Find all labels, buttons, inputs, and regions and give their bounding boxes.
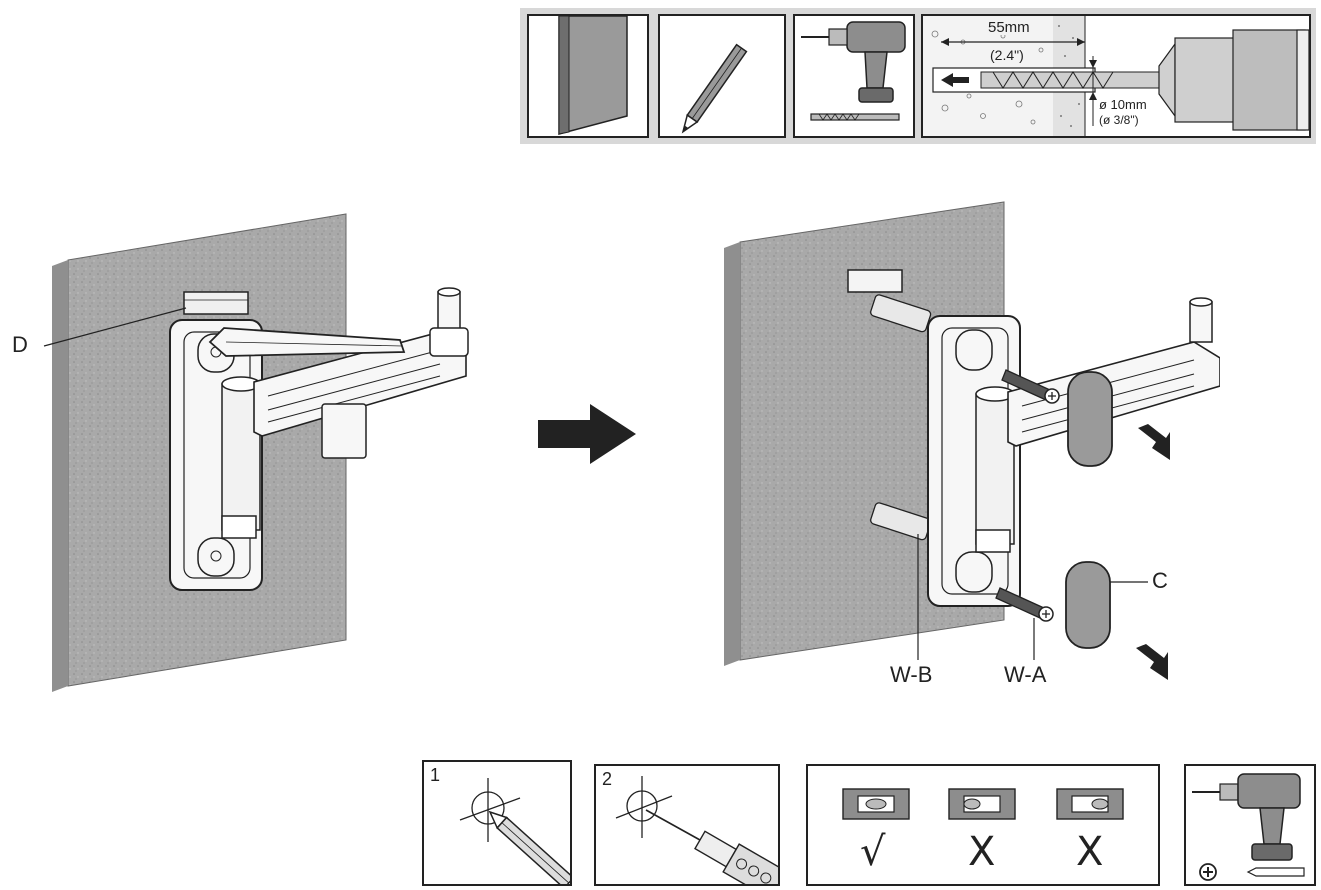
step-2-panel: 2 bbox=[594, 764, 780, 886]
part-c-label: C bbox=[1152, 568, 1168, 593]
cordless-drill-icon bbox=[801, 21, 906, 103]
phillips-screw-icon bbox=[1199, 863, 1217, 881]
drilling-depth-panel: 55mm (2.4") ø 10mm (ø 3/8") bbox=[921, 14, 1311, 138]
mark-crosshair-pencil-icon bbox=[459, 778, 570, 884]
drill-diameter-label: ø 10mm bbox=[1099, 97, 1147, 112]
spirit-level-icon bbox=[1056, 788, 1124, 820]
step-2-number: 2 bbox=[602, 769, 613, 789]
drill-panel bbox=[793, 14, 915, 138]
pencil-panel bbox=[658, 14, 786, 138]
step-1-panel: 1 bbox=[422, 760, 572, 886]
part-wa-label: W-A bbox=[1004, 662, 1047, 687]
part-wb-label: W-B bbox=[890, 662, 933, 687]
drill-bit-icon bbox=[810, 113, 900, 121]
wall-panel-icon bbox=[558, 16, 628, 135]
level-ok-mark: √ bbox=[860, 829, 886, 875]
drill-cross-section bbox=[923, 16, 1309, 136]
spirit-level-icon bbox=[948, 788, 1016, 820]
mounted-bracket-illustration bbox=[43, 213, 469, 692]
cordless-drill-icon bbox=[1192, 773, 1301, 861]
level-bad-mark-2: X bbox=[1076, 829, 1104, 875]
step-1-number: 1 bbox=[430, 765, 441, 785]
spirit-level-icon bbox=[842, 788, 910, 820]
level-bad-mark-1: X bbox=[968, 829, 996, 875]
pencil-icon bbox=[681, 43, 748, 134]
drill-depth-imperial-label: (2.4") bbox=[987, 48, 1027, 62]
level-check-panel: √ X X bbox=[806, 764, 1160, 886]
drill-diameter-imperial-label: (ø 3/8") bbox=[1099, 113, 1139, 127]
step-arrow-icon bbox=[538, 404, 636, 464]
drill-crosshair-icon bbox=[615, 776, 778, 884]
tools-panel bbox=[1184, 764, 1316, 886]
exploded-bracket-illustration bbox=[724, 201, 1220, 680]
drill-depth-label: 55mm bbox=[985, 20, 1033, 35]
wall-panel bbox=[527, 14, 649, 138]
part-d-label: D bbox=[12, 332, 28, 357]
drill-bit-icon bbox=[1246, 867, 1305, 877]
